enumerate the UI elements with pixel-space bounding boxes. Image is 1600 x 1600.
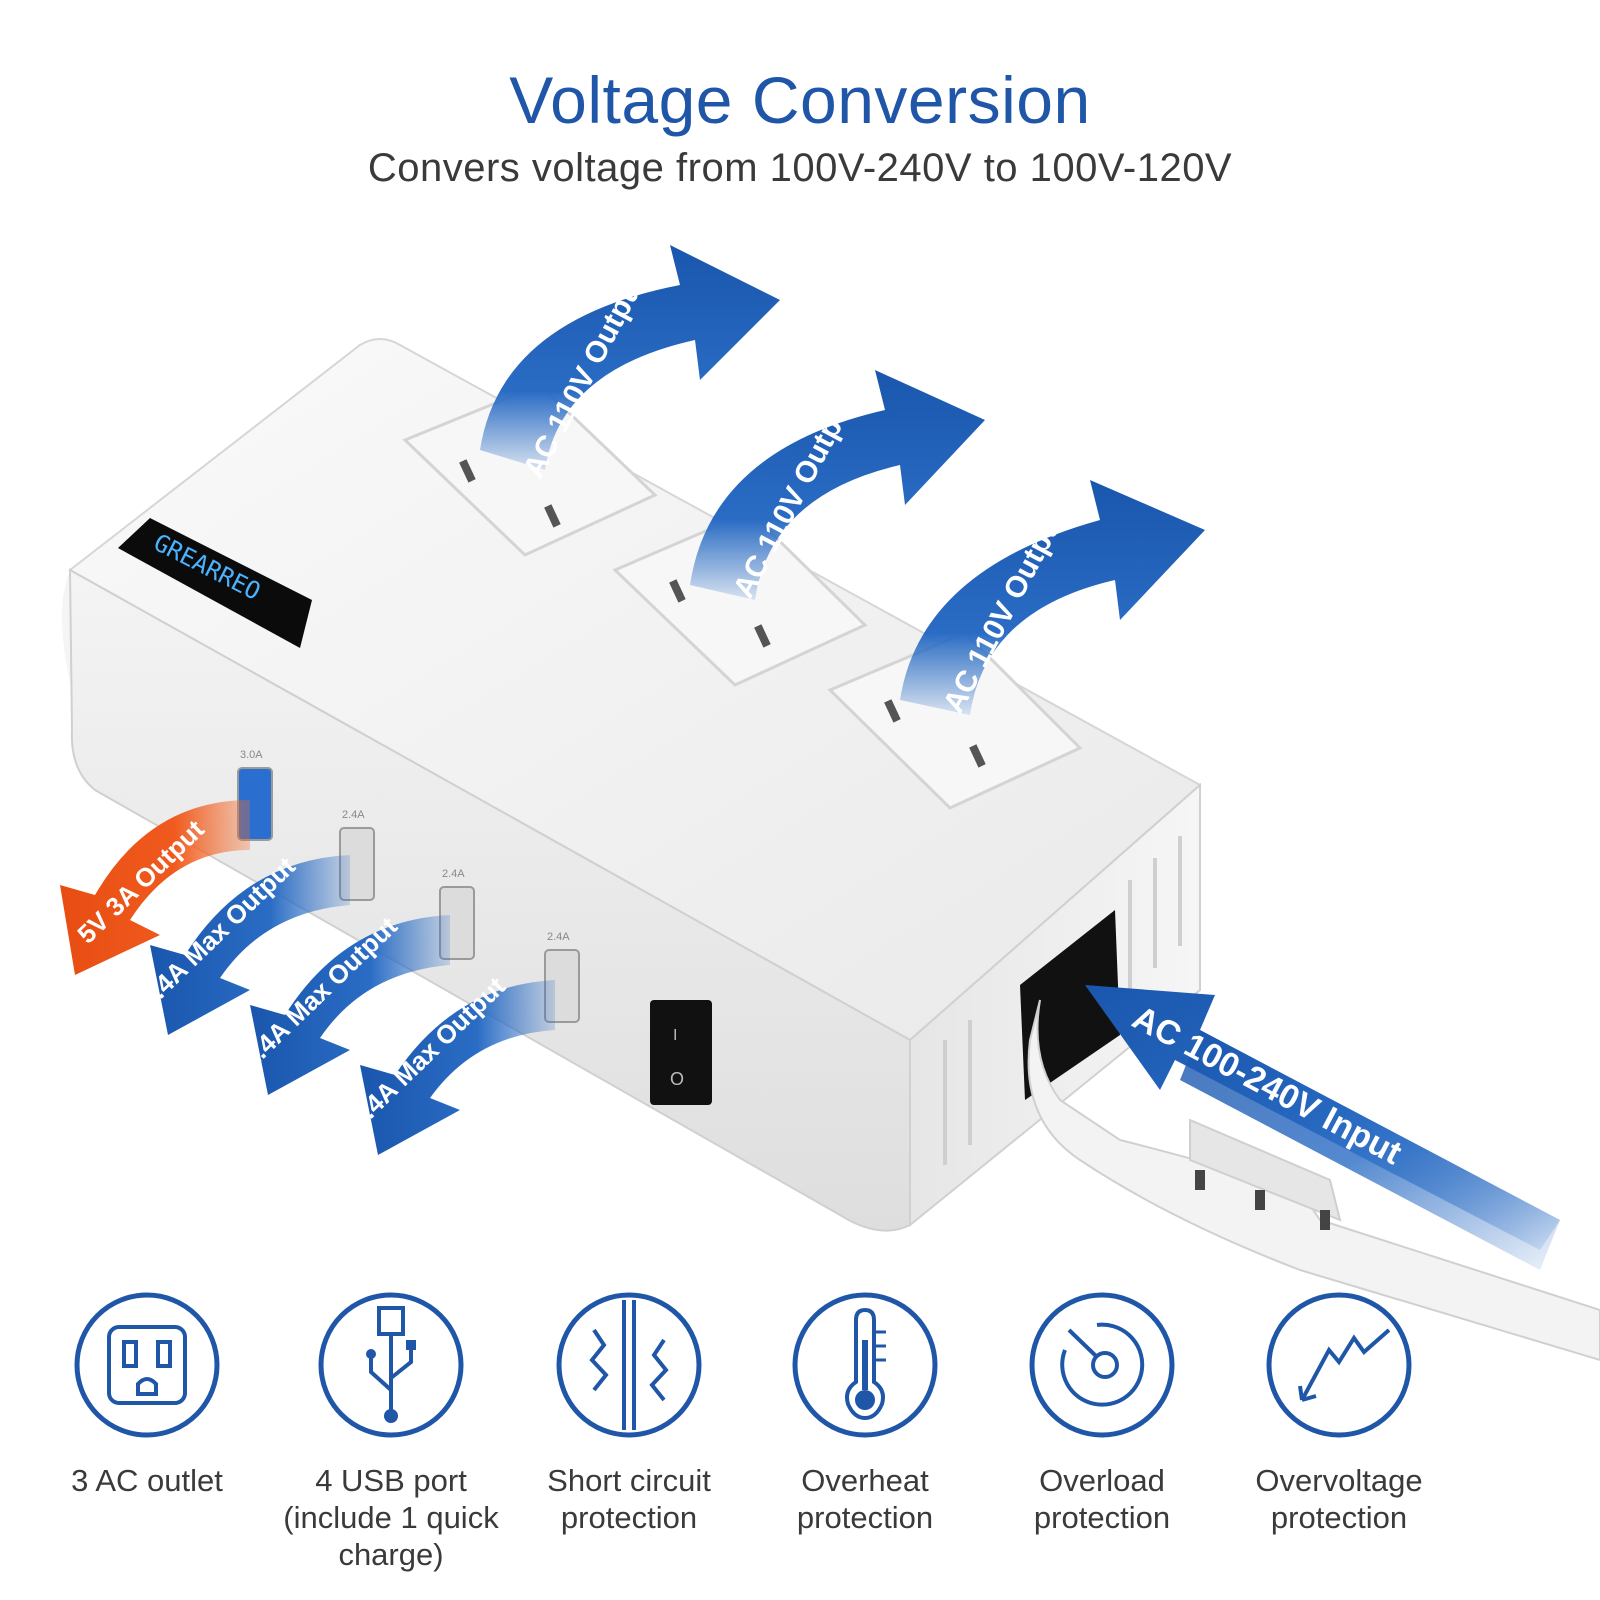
usb-output-arrow-3: 2.4A Max Output — [343, 971, 555, 1155]
feature-label-overheat: Overheat protection — [796, 1463, 934, 1535]
overload-gauge-icon — [1027, 1290, 1177, 1440]
ac-outlet-2[interactable] — [612, 510, 868, 687]
ac-outlets — [402, 383, 1083, 810]
usb-rating-2: 2.4A — [342, 809, 365, 821]
power-cord — [1027, 999, 1600, 1362]
usb-rating-1: 3.0A — [240, 749, 263, 761]
power-switch[interactable]: I O — [650, 1000, 712, 1105]
feature-label-short-circuit: Short circuit protection — [547, 1463, 711, 1535]
switch-on-mark: I — [673, 1027, 677, 1044]
feature-label-overvoltage: Overvoltage protection — [1255, 1463, 1423, 1535]
ac-output-arrow-2: AC 110V Output — [690, 370, 985, 603]
page-subtitle: Convers voltage from 100V-240V to 100V-1… — [367, 146, 1233, 190]
feature-label-usb-port: 4 USB port (include 1 quick charge) — [283, 1463, 499, 1572]
page-title: Voltage Conversion — [509, 63, 1091, 137]
usb-rating-3: 2.4A — [442, 868, 465, 880]
power-input-socket — [1020, 910, 1120, 1100]
feature-label-overload: Overload protection — [1033, 1463, 1171, 1535]
ac-outlet-icon — [72, 1290, 222, 1440]
usb-icon — [316, 1290, 466, 1440]
ac-output-arrow-1: AC 110V Output — [480, 245, 780, 483]
ac-output-arrow-3: AC 110V Output — [900, 480, 1205, 718]
ac-input-label: AC 100-240V Input — [1126, 999, 1407, 1173]
thermometer-icon — [790, 1290, 940, 1440]
short-circuit-icon — [554, 1290, 704, 1440]
usb-rating-4: 2.4A — [547, 931, 570, 943]
overvoltage-icon — [1264, 1290, 1414, 1440]
switch-off-mark: O — [670, 1069, 684, 1089]
feature-label-ac-outlet: 3 AC outlet — [71, 1463, 223, 1498]
side-vents — [943, 836, 1182, 1165]
